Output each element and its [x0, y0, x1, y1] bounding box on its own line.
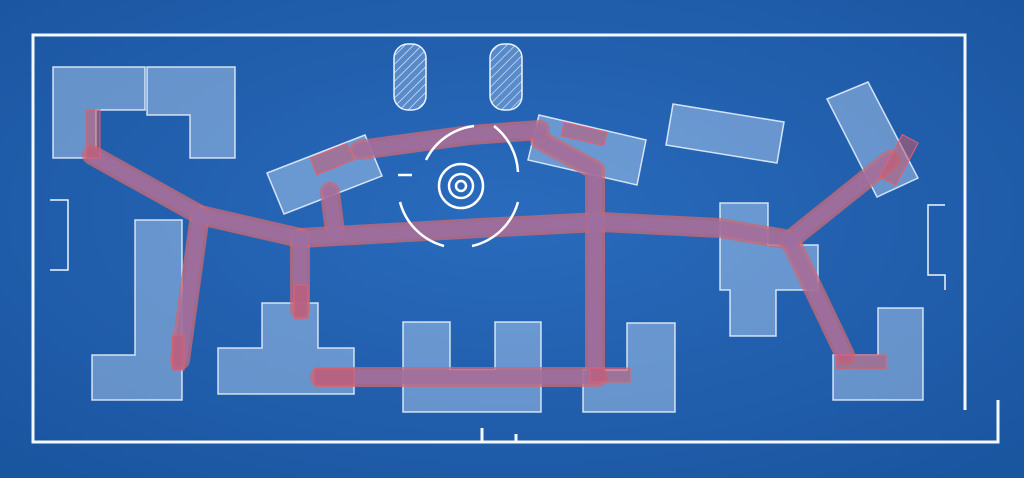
- stairs-center-down: [293, 284, 309, 319]
- wall-brackets: [50, 199, 946, 290]
- stairs-bottom-path: [313, 367, 355, 387]
- building-left-tall: [91, 219, 183, 401]
- stairs-upper-center: [560, 121, 608, 147]
- walkways: [82, 120, 900, 387]
- building-top-left: [52, 66, 236, 159]
- stairs-far-right: [879, 133, 919, 187]
- plaza-fountain: [398, 124, 520, 248]
- building-bottom-center: [402, 321, 542, 413]
- stairs-left-tall: [171, 334, 185, 371]
- building-top-right-block: [665, 103, 785, 164]
- tower-right: [489, 43, 523, 111]
- stairs-bottom-right-path: [589, 367, 631, 383]
- tower-left: [393, 43, 427, 111]
- stairs-upper-left: [309, 142, 355, 176]
- stairs: [85, 109, 919, 387]
- stairs-bottom-right: [835, 354, 887, 370]
- perimeter-wall: [31, 33, 1000, 444]
- stairs-top-left: [85, 109, 101, 159]
- twin-towers: [393, 43, 523, 111]
